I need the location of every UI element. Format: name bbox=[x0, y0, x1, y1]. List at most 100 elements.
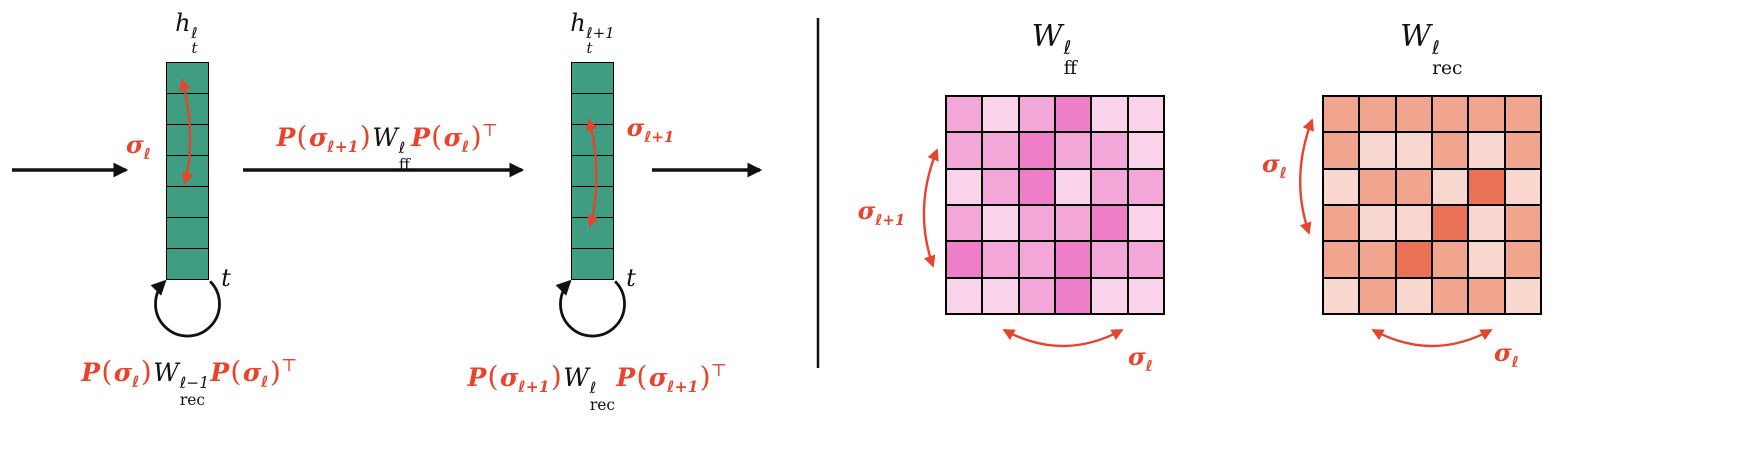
matrix-cell bbox=[1504, 241, 1541, 278]
matrix-cell bbox=[1054, 96, 1092, 133]
vector-cell bbox=[167, 156, 208, 187]
matrix-cell bbox=[1127, 132, 1164, 169]
time-label-left: t bbox=[221, 264, 231, 292]
matrix-cell bbox=[1431, 204, 1469, 242]
hidden-state-column-l-plus-1 bbox=[571, 62, 614, 280]
matrix-cell bbox=[982, 168, 1019, 205]
matrix-cell bbox=[946, 241, 983, 278]
matrix-cell bbox=[1091, 241, 1128, 278]
matrix-cell bbox=[1323, 96, 1360, 133]
matrix-cell bbox=[1359, 277, 1396, 314]
matrix-cell bbox=[1468, 96, 1505, 133]
matrix-cell bbox=[946, 168, 983, 205]
matrix-cell bbox=[1127, 277, 1164, 314]
sigma-l-label-rec-columns: σℓ bbox=[1494, 338, 1519, 371]
matrix-cell bbox=[946, 277, 983, 314]
vector-cell bbox=[167, 187, 208, 218]
matrix-cell bbox=[1395, 96, 1432, 133]
vector-cell bbox=[167, 125, 208, 156]
matrix-cell bbox=[1323, 168, 1360, 205]
matrix-cell bbox=[1054, 132, 1092, 169]
matrix-cell bbox=[1431, 96, 1469, 133]
sigma-l-label-ff-columns: σℓ bbox=[1128, 342, 1153, 375]
matrix-cell bbox=[1504, 204, 1541, 242]
sigma-l-plus-1-label-column: σℓ+1 bbox=[626, 113, 675, 146]
matrix-cell bbox=[1091, 132, 1128, 169]
matrix-cell bbox=[982, 96, 1019, 133]
rec-matrix-grid bbox=[1322, 95, 1542, 315]
matrix-cell bbox=[946, 204, 983, 242]
matrix-cell bbox=[982, 132, 1019, 169]
matrix-cell bbox=[1431, 168, 1469, 205]
matrix-cell bbox=[1018, 204, 1055, 242]
vector-cell bbox=[167, 94, 208, 125]
matrix-cell bbox=[982, 241, 1019, 278]
row-permutation-arrow-rec bbox=[1298, 118, 1314, 235]
matrix-cell bbox=[1127, 96, 1164, 133]
matrix-cell bbox=[982, 277, 1019, 314]
matrix-cell bbox=[1468, 204, 1505, 242]
matrix-cell bbox=[1431, 132, 1469, 169]
matrix-cell bbox=[1395, 204, 1432, 242]
matrix-cell bbox=[1468, 277, 1505, 314]
matrix-cell bbox=[1054, 204, 1092, 242]
matrix-cell bbox=[946, 96, 983, 133]
vector-cell bbox=[572, 156, 613, 187]
matrix-cell bbox=[1054, 241, 1092, 278]
column-permutation-arrow-ff bbox=[1002, 328, 1124, 348]
vector-cell bbox=[167, 63, 208, 94]
matrix-cell bbox=[1323, 204, 1360, 242]
matrix-cell bbox=[1359, 132, 1396, 169]
matrix-cell bbox=[1359, 204, 1396, 242]
vector-cell bbox=[572, 63, 613, 94]
matrix-cell bbox=[1323, 277, 1360, 314]
vector-cell bbox=[572, 249, 613, 279]
ff-matrix-grid bbox=[945, 95, 1165, 315]
matrix-cell bbox=[1359, 168, 1396, 205]
matrix-cell bbox=[1323, 132, 1360, 169]
matrix-cell bbox=[1091, 204, 1128, 242]
matrix-cell bbox=[946, 132, 983, 169]
matrix-cell bbox=[1395, 241, 1432, 278]
matrix-cell bbox=[1468, 168, 1505, 205]
matrix-cell bbox=[1359, 241, 1396, 278]
matrix-cell bbox=[1395, 168, 1432, 205]
matrix-cell bbox=[1018, 277, 1055, 314]
matrix-cell bbox=[1091, 96, 1128, 133]
matrix-cell bbox=[1018, 96, 1055, 133]
matrix-cell bbox=[1018, 241, 1055, 278]
recurrence-loop-left bbox=[150, 279, 221, 338]
matrix-cell bbox=[1018, 132, 1055, 169]
row-permutation-arrow-ff bbox=[922, 148, 939, 268]
matrix-cell bbox=[1504, 277, 1541, 314]
matrix-cell bbox=[1359, 96, 1396, 133]
vector-cell bbox=[572, 125, 613, 156]
matrix-cell bbox=[1431, 277, 1469, 314]
vector-cell bbox=[167, 249, 208, 279]
column-permutation-arrow-rec bbox=[1371, 328, 1493, 348]
matrix-cell bbox=[1127, 204, 1164, 242]
matrix-cell bbox=[1054, 277, 1092, 314]
matrix-cell bbox=[1091, 277, 1128, 314]
matrix-cell bbox=[1504, 168, 1541, 205]
matrix-cell bbox=[1323, 241, 1360, 278]
matrix-cell bbox=[1395, 277, 1432, 314]
matrix-cell bbox=[1395, 132, 1432, 169]
matrix-cell bbox=[1504, 132, 1541, 169]
matrix-cell bbox=[1127, 168, 1164, 205]
matrix-cell bbox=[1504, 96, 1541, 133]
vector-cell bbox=[572, 187, 613, 218]
matrix-cell bbox=[1018, 168, 1055, 205]
matrix-cell bbox=[1091, 168, 1128, 205]
hidden-state-column-l bbox=[166, 62, 209, 280]
matrix-cell bbox=[1127, 241, 1164, 278]
matrix-cell bbox=[1468, 132, 1505, 169]
